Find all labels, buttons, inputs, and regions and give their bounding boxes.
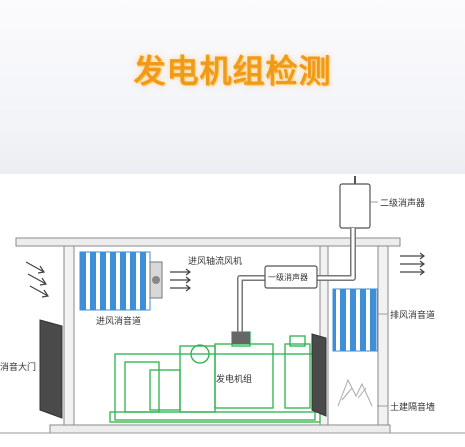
exhaust-arrows — [400, 252, 425, 276]
label-secondary-muffler: 二级消声器 — [380, 197, 425, 209]
intake-arrows — [25, 261, 50, 298]
label-generator: 发电机组 — [216, 373, 252, 385]
generator-room-diagram: 二级消声器 一级消声器 进风轴流风机 进风消音道 排风消音道 发电机组 消音大门… — [0, 174, 465, 443]
muffler-door — [39, 319, 63, 419]
roof-slab — [15, 237, 401, 247]
fan-outlet-arrows — [170, 268, 191, 292]
left-wall — [63, 245, 75, 426]
label-exhaust-silencer: 排风消音道 — [390, 309, 435, 321]
floor-slab — [49, 424, 391, 434]
label-axial-fan: 进风轴流风机 — [188, 255, 242, 267]
generator-set — [109, 331, 321, 423]
label-primary-muffler: 一级消声器 — [268, 272, 308, 282]
exhaust-silencer — [332, 288, 378, 352]
exhaust-door — [311, 333, 327, 417]
secondary-muffler — [339, 183, 371, 229]
diagram-canvas: 二级消声器 一级消声器 进风轴流风机 进风消音道 排风消音道 发电机组 消音大门… — [0, 176, 465, 434]
turbo-housing — [232, 332, 250, 344]
label-civil-wall: 土建隔音墙 — [390, 401, 435, 413]
right-outer-wall — [377, 245, 389, 426]
label-intake-silencer: 进风消音道 — [96, 315, 141, 327]
page-title: 发电机组检测 — [133, 52, 332, 90]
fan-hub — [152, 276, 160, 284]
intake-silencer — [79, 251, 151, 311]
primary-muffler — [264, 265, 318, 289]
label-muffler-door: 消音大门 — [0, 361, 36, 373]
right-wall — [319, 245, 329, 426]
title-banner: 发电机组检测 — [0, 0, 465, 174]
civil-wall-sketch — [337, 378, 373, 407]
